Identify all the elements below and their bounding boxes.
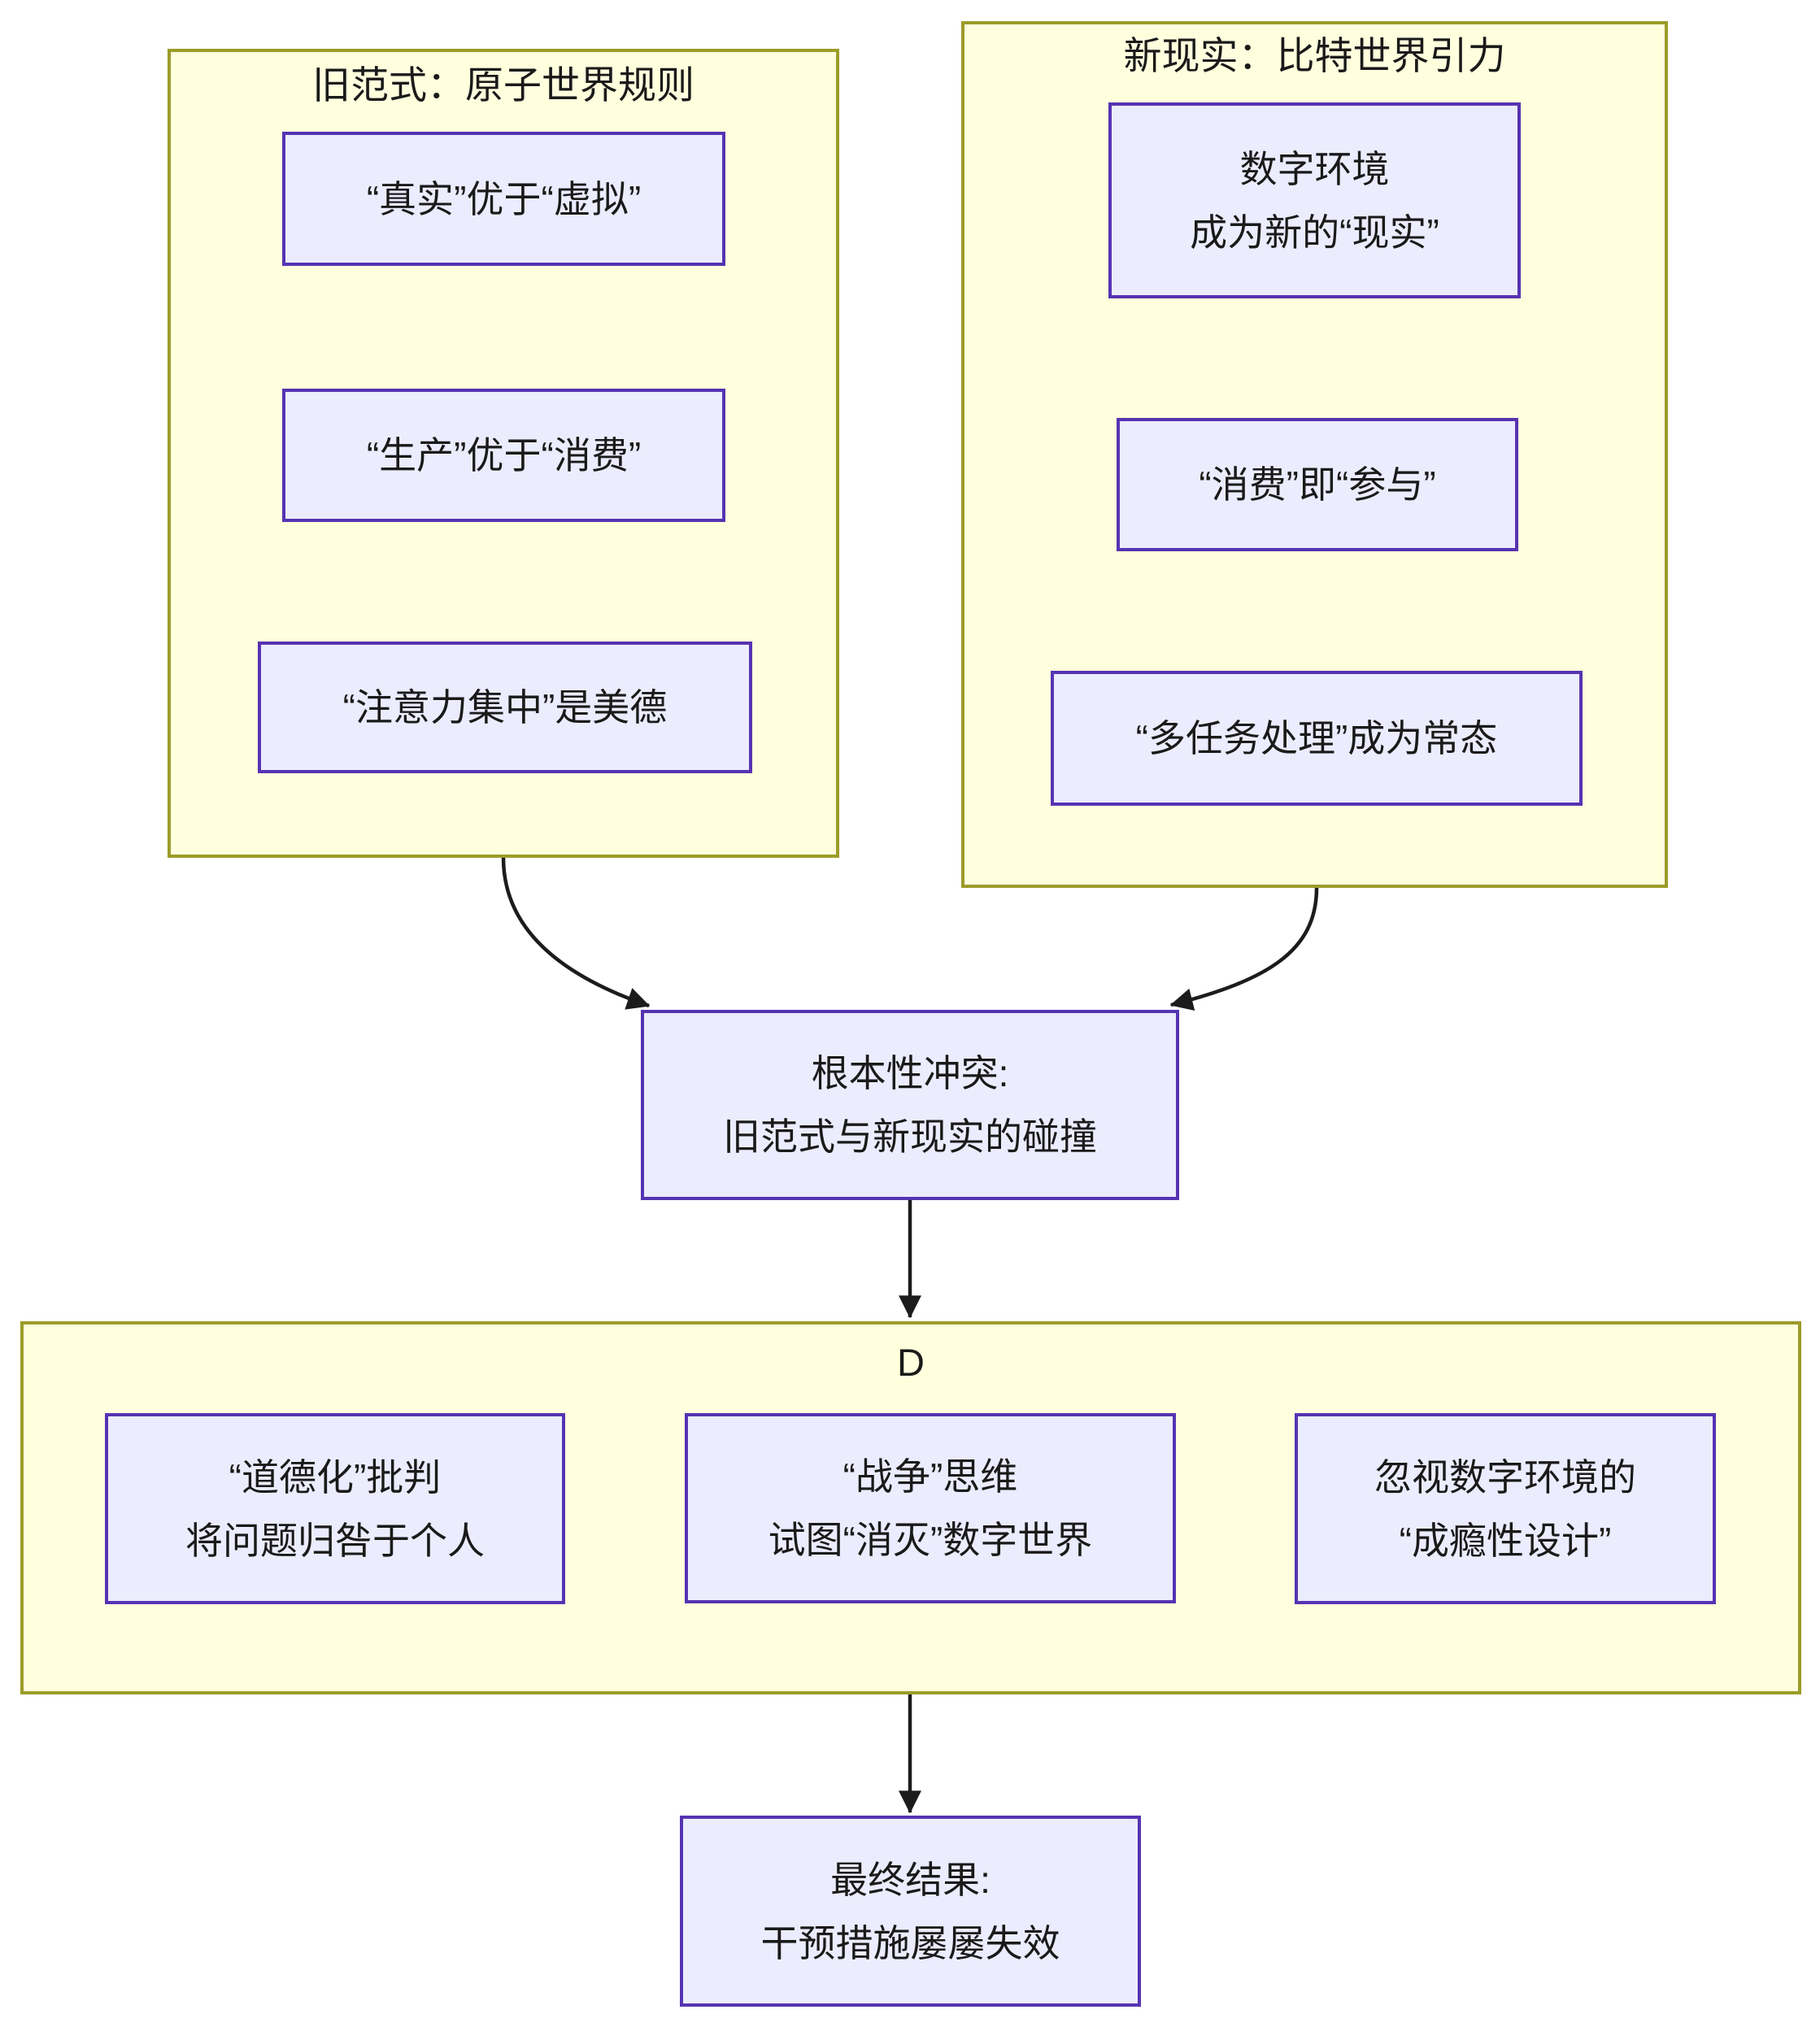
node-war-mindset: “战争”思维 试图“消灭”数字世界 <box>685 1413 1176 1603</box>
node-focused-attention-virtue: “注意力集中”是美德 <box>258 642 752 773</box>
node-digital-env-new-reality: 数字环境 成为新的“现实” <box>1108 102 1521 298</box>
node-production-over-consumption: “生产”优于“消费” <box>282 389 725 522</box>
edge-new-reality-to-conflict <box>1169 887 1319 1011</box>
cluster-d-title: D <box>897 1341 925 1384</box>
node-multitasking-norm: “多任务处理”成为常态 <box>1051 671 1583 806</box>
cluster-old-paradigm-title: 旧范式：原子世界规则 <box>312 63 694 107</box>
node-real-over-virtual: “真实”优于“虚拟” <box>282 132 725 266</box>
cluster-new-reality-title: 新现实：比特世界引力 <box>1123 34 1506 77</box>
edge-old-paradigm-to-conflict <box>501 857 651 1010</box>
node-ignoring-addictive-design: 忽视数字环境的 “成瘾性设计” <box>1295 1413 1716 1604</box>
node-fundamental-conflict: 根本性冲突: 旧范式与新现实的碰撞 <box>641 1010 1179 1200</box>
node-moralizing-critique: “道德化”批判 将问题归咎于个人 <box>105 1413 565 1604</box>
node-final-result: 最终结果: 干预措施屡屡失效 <box>680 1816 1141 2007</box>
node-consumption-is-participation: “消费”即“参与” <box>1117 418 1518 551</box>
